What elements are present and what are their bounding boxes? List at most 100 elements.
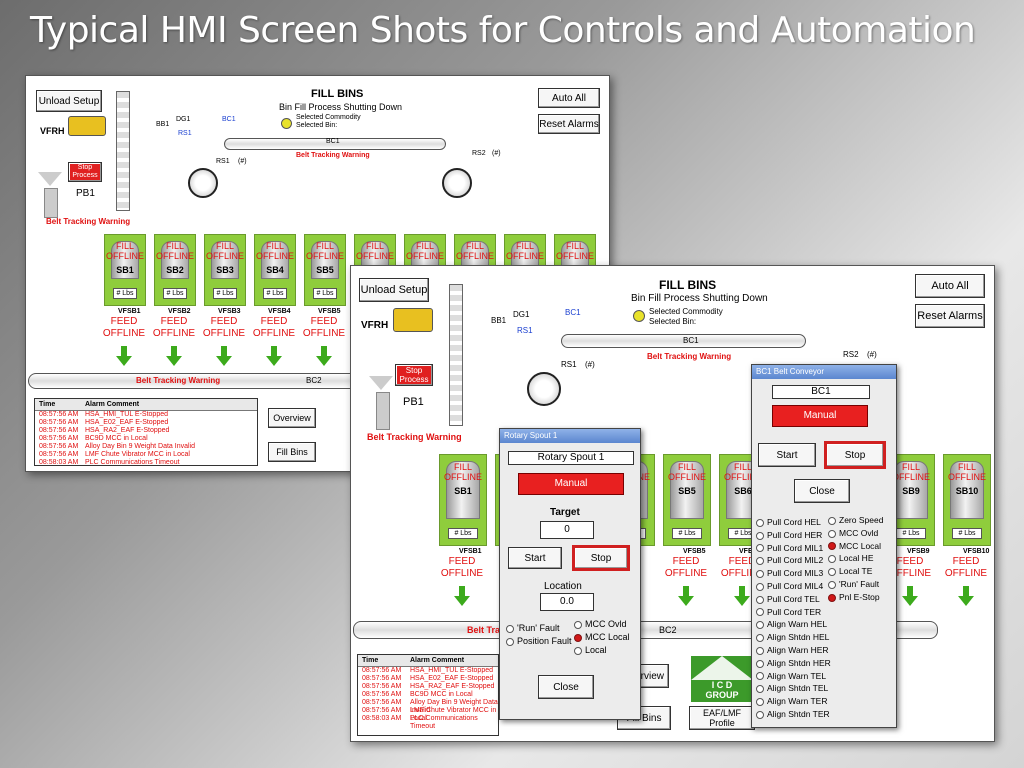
rotary-spout-2-icon[interactable]	[442, 168, 472, 198]
target-input[interactable]: 0	[540, 521, 594, 539]
unload-setup-button[interactable]: Unload Setup	[36, 90, 102, 112]
alarm-time: 08:57:56 AM	[39, 427, 79, 434]
bin-state: OFFLINE	[355, 250, 394, 261]
reset-alarms-button-front[interactable]: Reset Alarms	[915, 304, 985, 328]
status-item: Align Shtdn TEL	[756, 683, 828, 693]
feed-label: FEED	[952, 556, 980, 567]
feed-state: OFFLINE	[252, 328, 296, 339]
bin-weight: # Lbs	[263, 288, 287, 299]
bin-status: FILL	[465, 240, 484, 251]
spout-start-button[interactable]: Start	[508, 547, 562, 569]
bin-label: SB1	[116, 264, 134, 275]
rs1-state: (#)	[238, 158, 247, 165]
alarm-comment: BC9D MCC in Local	[85, 435, 148, 442]
alarm-comment: PLC Communications Timeout	[410, 715, 478, 730]
belt-close-button[interactable]: Close	[794, 479, 850, 503]
unload-setup-button-front[interactable]: Unload Setup	[359, 278, 429, 302]
status-label: Local	[585, 645, 607, 655]
belt-stop-button[interactable]: Stop	[824, 441, 886, 469]
auto-all-button-front[interactable]: Auto All	[915, 274, 985, 298]
down-arrow-icon	[902, 586, 918, 606]
down-arrow-icon	[166, 346, 182, 366]
rotary-spout-1-icon[interactable]	[188, 168, 218, 198]
status-label: Local TE	[839, 566, 873, 577]
bc1-conveyor-front[interactable]	[561, 334, 806, 348]
silo-body	[446, 461, 480, 519]
stop-process-button-front[interactable]: Stop Process	[395, 364, 433, 386]
fill-bins-button[interactable]: Fill Bins	[268, 442, 316, 462]
rotary-spout-mode-button[interactable]: Manual	[518, 473, 624, 495]
status-item: MCC Local	[574, 632, 630, 642]
selected-commodity-label: Selected Commodity	[296, 114, 361, 121]
status-label: Pull Cord MIL4	[767, 581, 824, 591]
stop-process-button[interactable]: Stop Process	[68, 162, 102, 182]
rotary-spout-popup-titlebar[interactable]: Rotary Spout 1	[500, 429, 640, 443]
bin-state: OFFLINE	[891, 472, 930, 483]
bin-label: SB5	[678, 486, 696, 497]
status-indicator-icon	[828, 529, 836, 538]
alarm-time: 08:58:03 AM	[39, 459, 79, 466]
status-indicator-icon	[574, 633, 582, 642]
feed-state: OFFLINE	[720, 568, 764, 579]
bc1-belt-popup-titlebar[interactable]: BC1 Belt Conveyor	[752, 365, 896, 379]
status-item: Pnl E-Stop	[828, 592, 880, 602]
status-indicator-icon	[756, 685, 764, 694]
selected-commodity-label-front: Selected Commodity	[649, 307, 723, 316]
reset-alarms-button[interactable]: Reset Alarms	[538, 114, 600, 134]
bin-status: FILL	[515, 240, 534, 251]
spout-close-button[interactable]: Close	[538, 675, 594, 699]
belt-mode-button[interactable]: Manual	[772, 405, 868, 427]
eaf-lmf-profile-button[interactable]: EAF/LMF Profile	[689, 706, 755, 730]
status-label: Local HE	[839, 553, 874, 564]
spout-stop-button[interactable]: Stop	[572, 545, 630, 571]
bin-state: OFFLINE	[723, 472, 762, 483]
status-indicator-icon	[756, 595, 764, 604]
status-indicator-icon	[756, 518, 764, 527]
bin-state: OFFLINE	[555, 250, 594, 261]
status-item: Pull Cord HER	[756, 530, 822, 540]
bc1-conveyor[interactable]	[224, 138, 446, 150]
status-label: Align Shtdn HER	[767, 657, 831, 668]
icd-group-logo: I C D GROUP	[691, 656, 753, 702]
alarm-time: 08:57:56 AM	[362, 691, 402, 698]
status-label: MCC Ovld	[585, 619, 627, 629]
auto-all-button[interactable]: Auto All	[538, 88, 600, 108]
bin-weight: # Lbs	[952, 528, 982, 539]
feed-label: FEED	[160, 316, 188, 327]
belt-start-button[interactable]: Start	[758, 443, 816, 467]
silo-body	[161, 241, 189, 279]
status-label: Pull Cord HEL	[767, 517, 821, 527]
belt-tracking-warning-front: Belt Tracking Warning	[367, 432, 462, 442]
rotary-spout-1-icon-front[interactable]	[527, 372, 561, 406]
truck-icon-front	[393, 308, 433, 332]
overview-button[interactable]: Overview	[268, 408, 316, 428]
feed-state: OFFLINE	[664, 568, 708, 579]
